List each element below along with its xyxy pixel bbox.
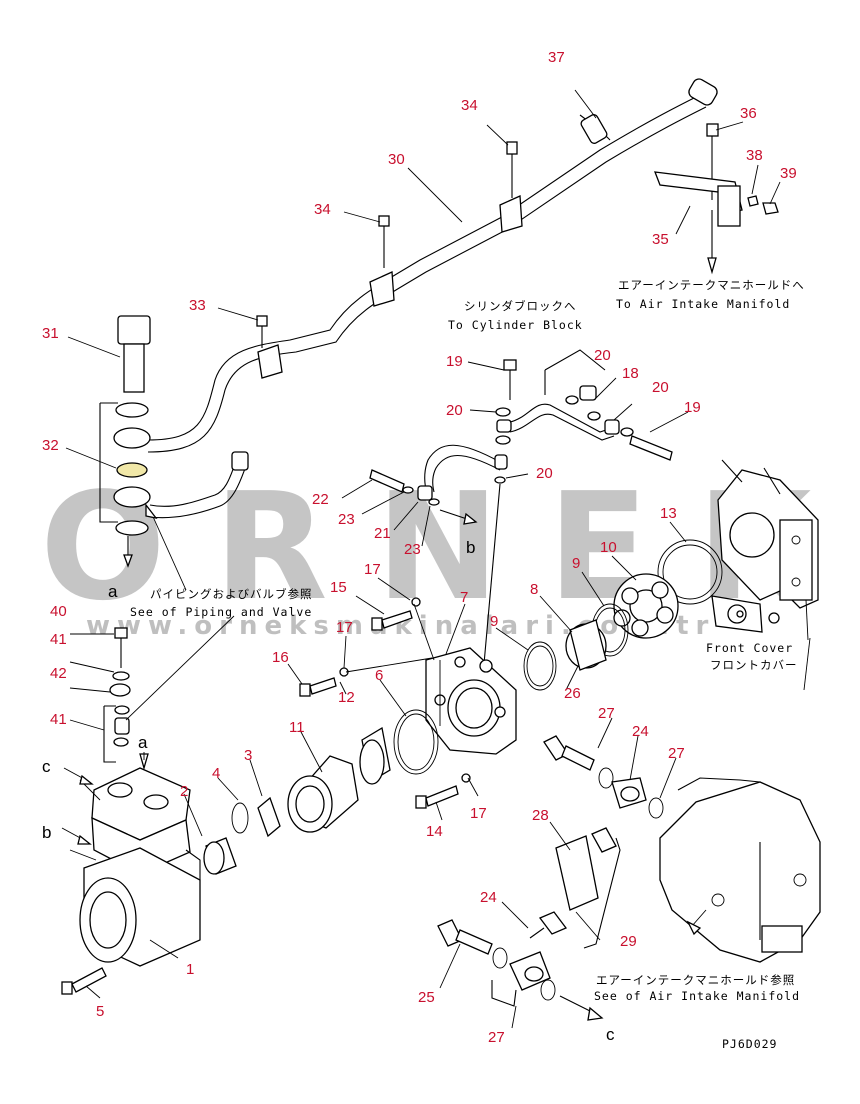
- callout-20: 20: [446, 402, 463, 419]
- callout-13: 13: [660, 505, 677, 522]
- callout-34: 34: [461, 97, 478, 114]
- connection-letter-c-compressor: c: [42, 757, 51, 776]
- callout-15: 15: [330, 579, 347, 596]
- callout-12: 12: [338, 689, 355, 706]
- callout-1: 1: [186, 961, 194, 978]
- upper-air-pipe: [147, 78, 718, 519]
- callout-5: 5: [96, 1003, 104, 1020]
- callout-37: 37: [548, 49, 565, 66]
- diagram-notes: エアーインテークマニホールドへ To Air Intake Manifold シ…: [130, 278, 805, 1051]
- callout-17: 17: [336, 619, 353, 636]
- callout-7: 7: [460, 589, 468, 606]
- callout-22: 22: [312, 491, 329, 508]
- callout-31: 31: [42, 325, 59, 342]
- pipe-clamp-bolts: [256, 123, 719, 348]
- callout-40: 40: [50, 603, 67, 620]
- bracket-35: [654, 171, 779, 275]
- front-cover: [711, 459, 819, 633]
- callout-25: 25: [418, 989, 435, 1006]
- callout-24: 24: [632, 723, 649, 740]
- note-front-cover-en: Front Cover: [706, 641, 793, 655]
- callout-35: 35: [652, 231, 669, 248]
- callout-11: 11: [289, 719, 305, 736]
- callout-20: 20: [652, 379, 669, 396]
- note-see-piping-en: See of Piping and Valve: [130, 605, 312, 619]
- callout-28: 28: [532, 807, 549, 824]
- air-intake-manifold-housing: [659, 777, 821, 963]
- cylinder-block-piping: [369, 349, 673, 665]
- connection-letter-b-upper: b: [466, 538, 475, 557]
- air-compressor-1: [61, 767, 201, 995]
- banjo-stack-left: [99, 315, 151, 568]
- callout-36: 36: [740, 105, 757, 122]
- return-hose-assembly: [437, 735, 664, 1021]
- callout-9: 9: [490, 613, 498, 630]
- connection-letter-c-lower: c: [606, 1025, 615, 1044]
- note-see-air-intake-en: See of Air Intake Manifold: [594, 989, 800, 1003]
- callout-23: 23: [338, 511, 355, 528]
- note-to-air-intake-en: To Air Intake Manifold: [616, 297, 790, 311]
- bearing-gasket-stack: [523, 539, 723, 691]
- connection-letters: a b c a b c: [42, 538, 615, 1044]
- callout-20: 20: [594, 347, 611, 364]
- drawing-code: PJ6D029: [722, 1037, 777, 1051]
- callout-10: 10: [600, 539, 617, 556]
- callout-14: 14: [426, 823, 443, 840]
- callout-19: 19: [446, 353, 463, 370]
- callout-30: 30: [388, 151, 405, 168]
- callout-23: 23: [404, 541, 421, 558]
- connection-letter-b-compressor: b: [42, 823, 51, 842]
- connection-letter-a-upper: a: [108, 582, 118, 601]
- leader-lines: [65, 89, 811, 1029]
- callout-26: 26: [564, 685, 581, 702]
- callout-21: 21: [374, 525, 391, 542]
- note-front-cover-jp: フロントカバー: [710, 658, 798, 672]
- callout-4: 4: [212, 765, 220, 782]
- callout-27: 27: [488, 1029, 505, 1046]
- callout-19: 19: [684, 399, 701, 416]
- callout-27: 27: [668, 745, 685, 762]
- callout-numbers: 37 34 36 30 38 39 34 35 33 31 20 19 18 2…: [42, 49, 797, 1046]
- callout-24: 24: [480, 889, 497, 906]
- callout-6: 6: [375, 667, 383, 684]
- note-see-air-intake-jp: エアーインテークマニホールド参照: [596, 973, 795, 987]
- callout-3: 3: [244, 747, 252, 764]
- callout-17: 17: [364, 561, 381, 578]
- callout-38: 38: [746, 147, 763, 164]
- callout-2: 2: [180, 783, 188, 800]
- gear-case-7: [299, 597, 517, 809]
- callout-18: 18: [622, 365, 639, 382]
- callout-8: 8: [530, 581, 538, 598]
- compressor-top-fittings: [103, 627, 131, 763]
- callout-9: 9: [572, 555, 580, 572]
- note-to-cylinder-block-jp: シリンダブロックへ: [464, 299, 577, 313]
- callout-17: 17: [470, 805, 487, 822]
- callout-39: 39: [780, 165, 797, 182]
- callout-16: 16: [272, 649, 289, 666]
- note-see-piping-jp: パイピングおよびバルブ参照: [150, 587, 313, 601]
- note-to-cylinder-block-en: To Cylinder Block: [448, 318, 583, 332]
- callout-41: 41: [50, 711, 67, 728]
- callout-29: 29: [620, 933, 637, 950]
- callout-42: 42: [50, 665, 67, 682]
- callout-20: 20: [536, 465, 553, 482]
- callout-41: 41: [50, 631, 67, 648]
- note-to-air-intake-jp: エアーインテークマニホールドへ: [618, 278, 805, 292]
- callout-27: 27: [598, 705, 615, 722]
- callout-32: 32: [42, 437, 59, 454]
- connection-letter-a-compressor: a: [138, 733, 148, 752]
- seal-and-bushing-stack: [203, 709, 439, 875]
- callout-34: 34: [314, 201, 331, 218]
- callout-33: 33: [189, 297, 206, 314]
